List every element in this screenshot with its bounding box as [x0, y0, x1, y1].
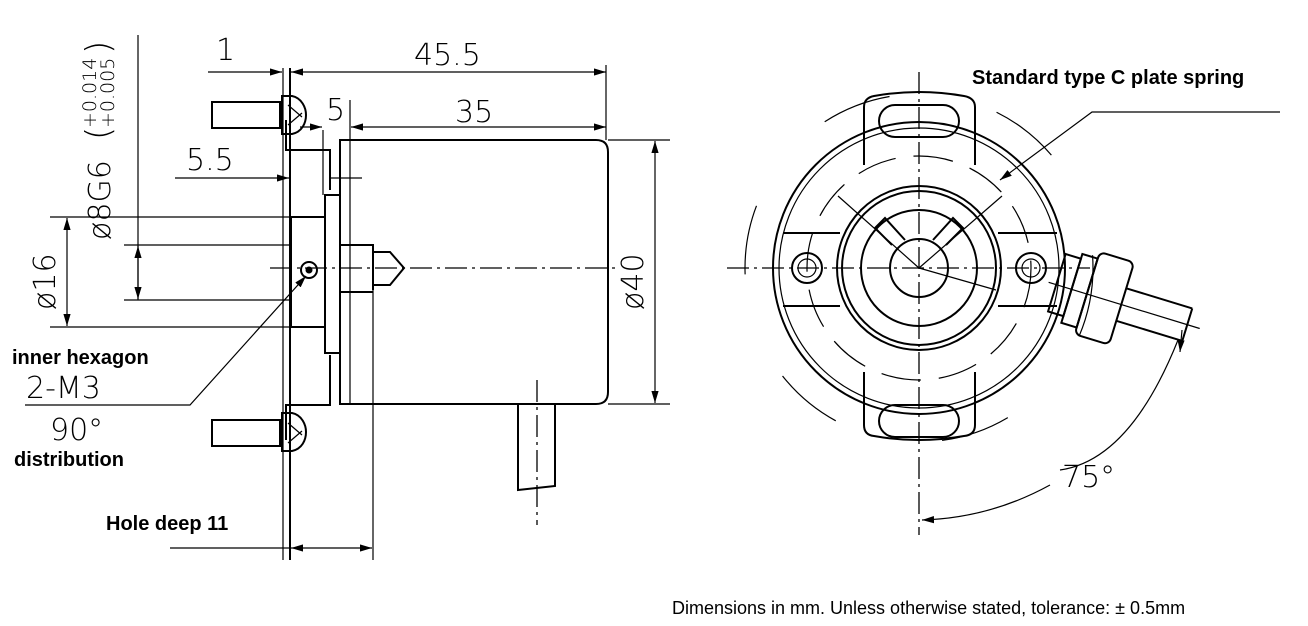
dim-body-diameter: ø40	[616, 253, 651, 310]
label-screw: 2-M3	[26, 371, 101, 406]
label-spring: Standard type C plate spring	[972, 67, 1244, 89]
dim-body-length: 35	[455, 95, 493, 130]
encoder-body	[339, 139, 609, 405]
side-view: 1 45.5 5 35 5.5 ø8G6 ( +0.014 +0.005 ) ø…	[12, 33, 670, 560]
label-hole-deep: Hole deep 11	[106, 513, 228, 535]
footnote: Dimensions in mm. Unless otherwise state…	[672, 598, 1185, 618]
mounting-tab-top	[863, 91, 976, 165]
label-inner-hexagon: inner hexagon	[12, 347, 149, 369]
hub	[290, 216, 326, 328]
dim-flange-thickness: 1	[216, 33, 235, 68]
dim-total-length: 45.5	[414, 38, 481, 73]
screw-top	[211, 95, 308, 135]
clamp-screw-right	[1015, 252, 1047, 284]
front-view: 75° Standard type C plate spring	[727, 67, 1280, 535]
tab-slot-top	[878, 104, 960, 138]
dim-hub-diameter: ø16	[28, 253, 63, 310]
label-angle: 90°	[50, 413, 103, 448]
screw-bottom	[211, 412, 308, 452]
housing-outer	[772, 121, 1066, 415]
label-distribution: distribution	[14, 449, 124, 471]
hex-socket-screw	[300, 261, 318, 279]
dim-bore-tol-upper: +0.014	[79, 58, 101, 128]
cable-gland	[1046, 252, 1200, 345]
dim-cable-angle: 75°	[1062, 460, 1115, 495]
clamp-screw-left	[791, 252, 823, 284]
dim-spring-offset: 5	[326, 93, 345, 128]
svg-text:): )	[79, 41, 119, 54]
plate-spring	[285, 120, 331, 440]
svg-text:(: (	[79, 127, 119, 140]
dim-shaft-offset: 5.5	[186, 143, 234, 178]
dim-bore: ø8G6	[83, 160, 118, 240]
dim-bore-tol-lower: +0.005	[97, 58, 119, 128]
mounting-tab-bottom	[863, 372, 976, 441]
hollow-shaft	[889, 238, 949, 298]
tab-slot-bottom	[878, 404, 960, 438]
flange-plate	[324, 194, 341, 354]
